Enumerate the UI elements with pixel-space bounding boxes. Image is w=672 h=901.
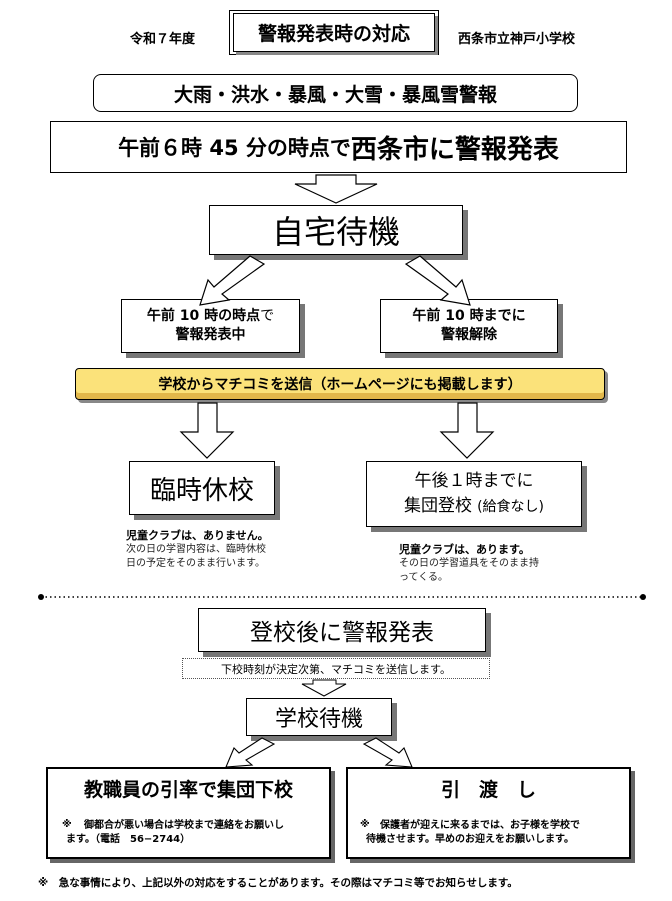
header-title-box: 警報発表時の対応: [229, 10, 439, 55]
handover-note-second: 待機させます。早めのお迎えをお願いします。: [366, 833, 574, 847]
attend-box: 午後１時までに 集団登校 (給食なし): [366, 461, 582, 527]
closure-title: 臨時休校: [149, 475, 254, 506]
handover-note-2: 待機させます。早めのお迎えをお願いします。: [366, 834, 574, 845]
after-arrival-box: 登校後に警報発表: [198, 608, 486, 652]
handover-note: 保護者が迎えに来るまでは、お子様を学校で: [380, 819, 580, 833]
handover-title: 引 渡 し: [440, 779, 536, 801]
dismissal-box: 教職員の引率で集団下校 ※ 御都合が悪い場合は学校まで連絡をお願いし ます。（電…: [46, 767, 331, 859]
closure-box: 臨時休校: [129, 461, 275, 515]
branch-left-box: 午前 10 時の時点で 警報発表中: [121, 299, 300, 353]
header-title-inner: 警報発表時の対応: [233, 13, 435, 52]
branch-right-line2: 警報解除: [441, 327, 497, 343]
trigger-box: 午前６時 45 分の時点で 西条市に警報発表: [50, 121, 627, 173]
dismissal-title: 教職員の引率で集団下校: [83, 779, 293, 801]
arrow-home-to-right: [404, 255, 471, 306]
arrow-right-to-attend: [439, 402, 495, 459]
page-title: 警報発表時の対応: [257, 23, 410, 45]
attend-detail-1: その日の学習道具をそのまま持: [399, 558, 539, 569]
branch-left-line2: 警報発表中: [175, 327, 246, 343]
attend-no-lunch: (給食なし): [477, 499, 545, 515]
dismissal-note-second: ます。（電話 56−2744）: [66, 833, 190, 847]
dismissal-note: 御都合が悪い場合は学校まで連絡をお願いし: [84, 819, 284, 833]
arrow-wait-to-dismissal: [225, 737, 276, 768]
notification-banner: 学校からマチコミを送信（ホームページにも掲載します）: [75, 368, 605, 400]
closure-detail: 次の日の学習内容は、臨時休校 日の予定をそのまま行います。: [126, 543, 266, 570]
attend-detail-2: ってくる。: [399, 571, 448, 583]
branch-left-line1: 午前 10 時の時点で: [147, 307, 274, 326]
warning-types: 大雨・洪水・暴風・大雪・暴風雪警報: [173, 83, 497, 106]
arrow-wait-to-handover: [362, 737, 413, 768]
branch-right-box: 午前 10 時までに 警報解除: [380, 299, 558, 353]
banner-text: 学校からマチコミを送信（ホームページにも掲載します）: [158, 377, 522, 393]
after-arrival-note-box: 下校時刻が決定次第、マチコミを送信します。: [182, 658, 490, 679]
arrow-left-to-closure: [179, 402, 235, 459]
school-wait-box: 学校待機: [246, 698, 392, 736]
trigger-place: 西条市に警報発表: [350, 134, 559, 165]
arrow-note-to-wait: [301, 679, 347, 697]
after-arrival-title: 登校後に警報発表: [250, 620, 434, 646]
attend-club-note: 児童クラブは、あります。: [399, 543, 530, 556]
branch-left-time: 午前 10 時の時点: [146, 308, 261, 325]
closure-detail-1: 次の日の学習内容は、臨時休校: [126, 544, 266, 555]
arrow-trigger-to-home: [294, 174, 378, 204]
home-wait: 自宅待機: [271, 213, 400, 251]
separator-dot-left: [38, 594, 44, 600]
trigger-time: 午前６時 45 分の時点で: [118, 136, 351, 160]
attend-line2: 集団登校 (給食なし): [404, 494, 544, 519]
school-name: 西条市立神戸小学校: [458, 32, 576, 47]
branch-right-line1: 午前 10 時までに: [412, 308, 526, 325]
footer-note: ※ 急な事情により、上記以外の対応をすることがあります。その際はマチコミ等でお知…: [38, 877, 518, 889]
arrow-home-to-left: [199, 255, 266, 306]
dismissal-note-mark: ※: [62, 819, 72, 830]
handover-box: 引 渡 し ※ 保護者が迎えに来るまでは、お子様を学校で 待機させます。早めのお…: [346, 767, 631, 859]
dismissal-note-1: 御都合が悪い場合は学校まで連絡をお願いし: [84, 820, 284, 831]
branch-left-particle: で: [260, 308, 275, 325]
fiscal-year: 令和７年度: [130, 32, 196, 47]
home-wait-box: 自宅待機: [209, 205, 463, 255]
after-arrival-note: 下校時刻が決定次第、マチコミを送信します。: [221, 662, 451, 676]
attend-group: 集団登校: [403, 496, 472, 516]
dismissal-note-2: ます。（電話 56−2744）: [66, 834, 191, 845]
separator-dot-right: [640, 594, 646, 600]
school-wait: 学校待機: [274, 707, 363, 732]
closure-detail-2: 日の予定をそのまま行います。: [126, 557, 265, 569]
warning-types-box: 大雨・洪水・暴風・大雪・暴風雪警報: [93, 74, 578, 112]
attend-line1: 午後１時までに: [414, 471, 534, 492]
handover-note-mark: ※: [360, 819, 370, 830]
closure-club-note: 児童クラブは、ありません。: [126, 529, 269, 542]
attend-detail: その日の学習道具をそのまま持 ってくる。: [399, 557, 539, 584]
handover-note-1: 保護者が迎えに来るまでは、お子様を学校で: [380, 820, 580, 831]
